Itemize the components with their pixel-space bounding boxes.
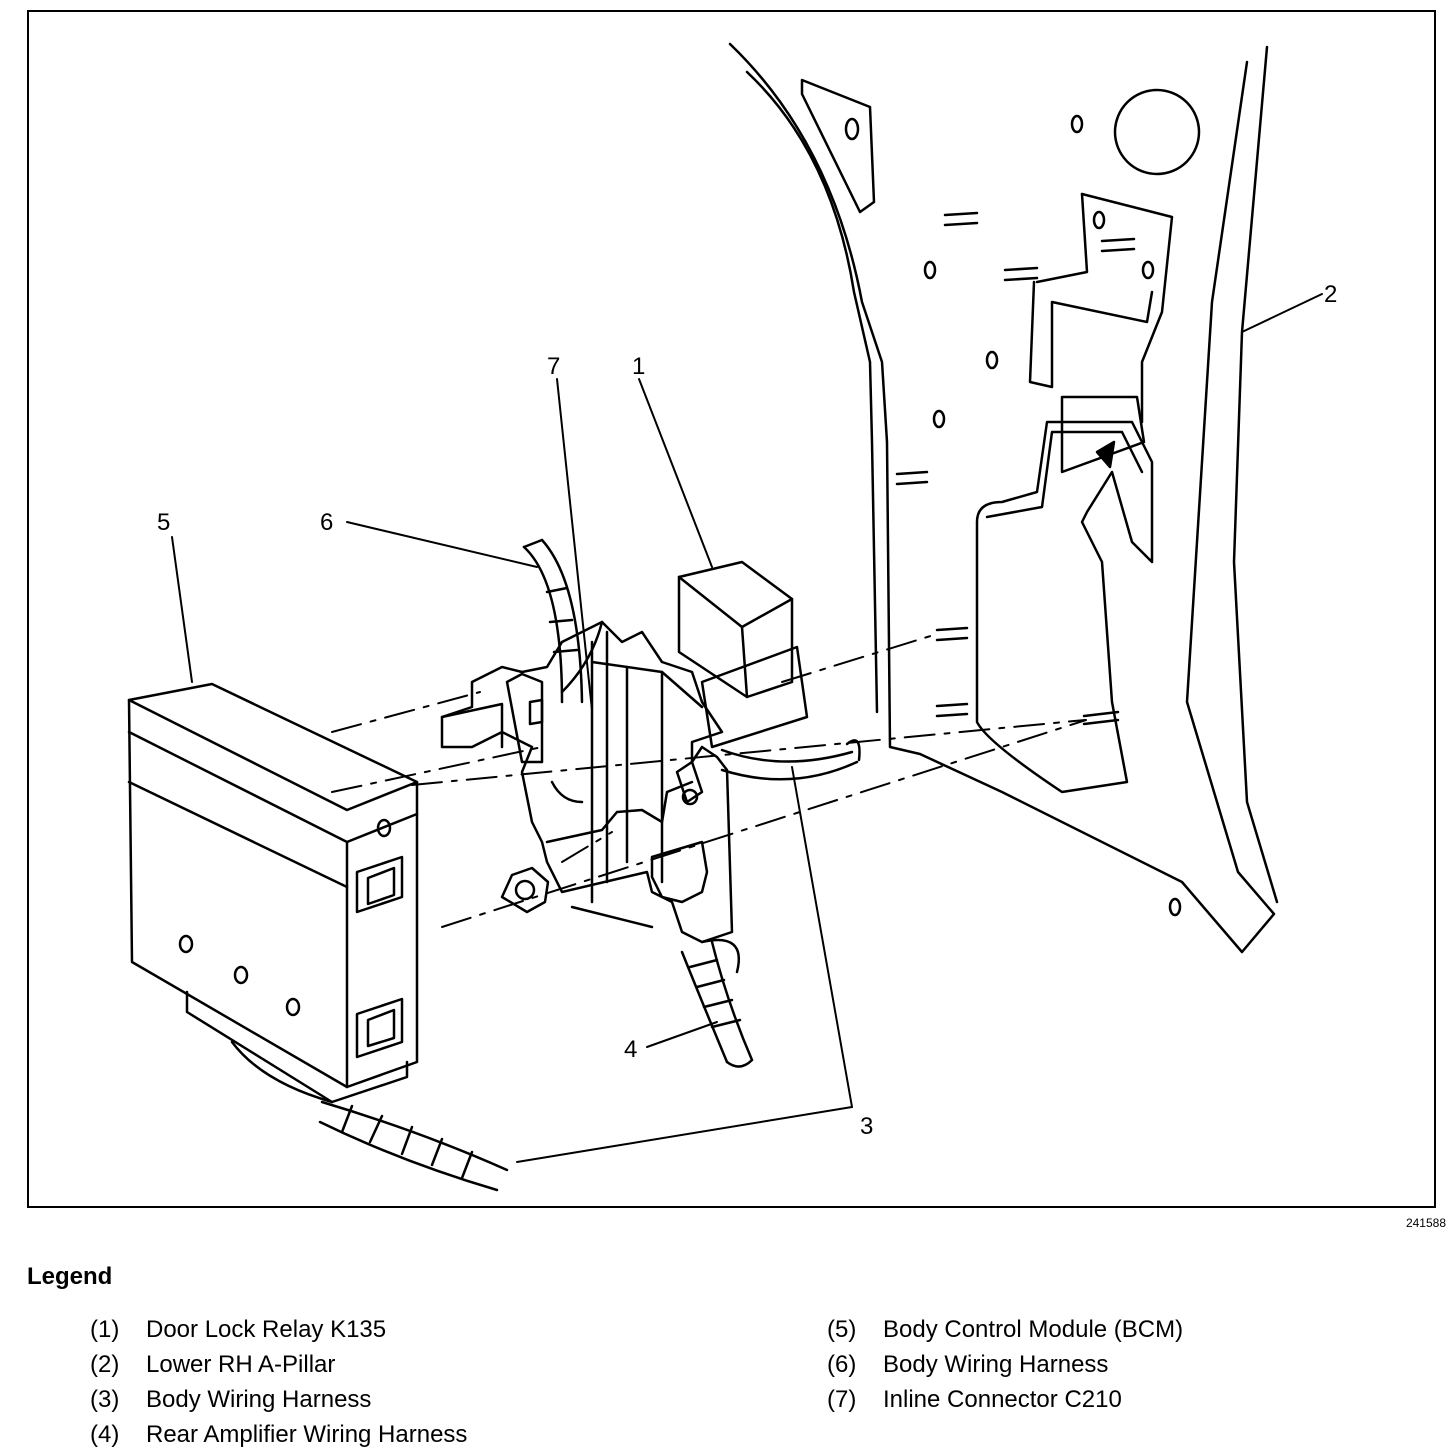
leader-lines [171, 293, 1323, 1163]
door-lock-relay [677, 560, 809, 749]
legend-item: (4) Rear Amplifier Wiring Harness [90, 1421, 467, 1456]
legend-item-text: Rear Amplifier Wiring Harness [146, 1421, 468, 1448]
mounting-bracket [440, 620, 734, 944]
callout-4: 4 [624, 1036, 637, 1063]
legend-item-number: (1) [90, 1316, 120, 1343]
legend-item: (6) Body Wiring Harness [827, 1351, 1183, 1386]
legend-item-text: Lower RH A-Pillar [146, 1351, 336, 1378]
body-wiring-harness-6 [522, 538, 584, 704]
callout-6: 6 [320, 509, 333, 536]
callout-1: 1 [632, 353, 645, 380]
figure-id-label: 241588 [1405, 1216, 1446, 1230]
legend-item-text: Body Control Module (BCM) [883, 1316, 1184, 1343]
legend-column-right: (5) Body Control Module (BCM) (6) Body Wir… [827, 1316, 1183, 1421]
callout-2: 2 [1324, 281, 1337, 308]
legend-item-number: (7) [827, 1386, 857, 1413]
legend-item-number: (6) [827, 1351, 857, 1378]
legend-title: Legend [27, 1263, 113, 1290]
callout-5: 5 [157, 509, 170, 536]
legend-item-text: Body Wiring Harness [146, 1386, 372, 1413]
legend-item: (7) Inline Connector C210 [827, 1386, 1183, 1421]
alignment-lines [331, 633, 1087, 928]
legend-column-left: (1) Door Lock Relay K135 (2) Lower RH A-Pi… [90, 1316, 467, 1456]
callout-3: 3 [860, 1113, 873, 1140]
body-wiring-harness-upper [720, 739, 861, 781]
callout-7: 7 [547, 353, 560, 380]
body-control-module [127, 682, 419, 1104]
legend-item-text: Door Lock Relay K135 [146, 1316, 387, 1343]
legend-item-text: Inline Connector C210 [883, 1386, 1122, 1413]
legend-item-number: (2) [90, 1351, 120, 1378]
mounting-nut [500, 866, 550, 914]
legend-item-number: (4) [90, 1421, 120, 1448]
legend-item-number: (5) [827, 1316, 857, 1343]
callout-labels: 1 2 3 4 5 6 7 [157, 281, 1337, 1140]
body-wiring-harness-lower [318, 1100, 509, 1192]
a-pillar-panel [728, 42, 1279, 954]
rear-amplifier-harness [680, 938, 754, 1068]
legend-item: (1) Door Lock Relay K135 [90, 1316, 467, 1351]
legend-item: (3) Body Wiring Harness [90, 1386, 467, 1421]
legend-item-number: (3) [90, 1386, 120, 1413]
legend-item: (5) Body Control Module (BCM) [827, 1316, 1183, 1351]
exploded-view-drawing: 1 2 3 4 5 6 7 [127, 42, 1337, 1192]
legend-item: (2) Lower RH A-Pillar [90, 1351, 467, 1386]
legend-item-text: Body Wiring Harness [883, 1351, 1109, 1378]
diagram-frame: 1 2 3 4 5 6 7 [27, 10, 1436, 1208]
